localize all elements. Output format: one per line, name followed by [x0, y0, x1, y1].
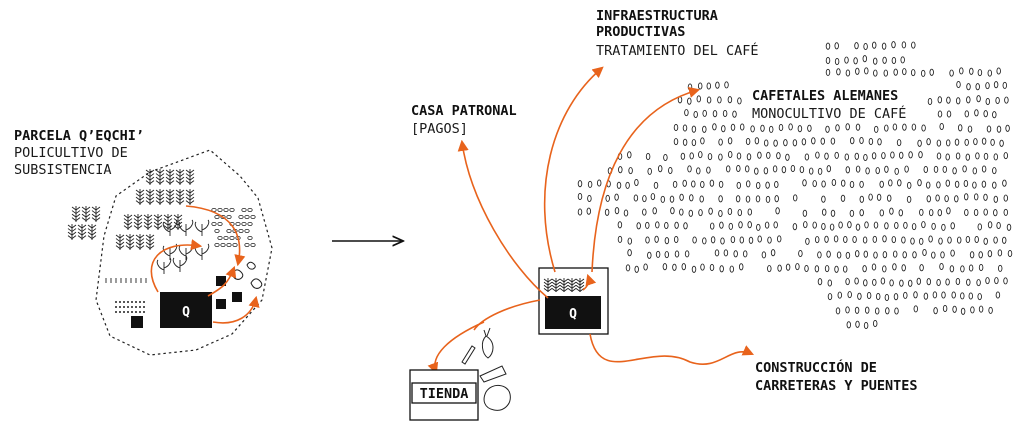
flow-arrow: [150, 239, 203, 293]
coffee-plantation-field: [577, 41, 1013, 330]
parcela-house-mark: Q: [182, 305, 190, 320]
tienda-label[interactable]: TIENDA: [420, 386, 469, 402]
sprout-field: [156, 219, 210, 274]
infra-sub: TRATAMIENTO DEL CAFÉ: [596, 42, 759, 59]
casa-title: CASA PATRONAL: [411, 103, 517, 119]
center-house: [545, 296, 601, 329]
small-square-3: [216, 299, 226, 309]
construccion-line2: CARRETERAS Y PUENTES: [755, 378, 918, 394]
flow-to-construccion: [589, 333, 755, 365]
small-square-1: [131, 316, 143, 328]
flow-to-infra: [543, 66, 604, 273]
flow-inner: [582, 273, 597, 291]
center-house-mark: Q: [569, 307, 577, 322]
seedling-dots: [105, 278, 147, 313]
parcela-line2: SUBSISTENCIA: [14, 162, 112, 178]
parcela-title: PARCELA Q’EQCHI’: [14, 128, 144, 144]
chicken-icon: [231, 261, 263, 289]
small-square-2: [216, 276, 226, 286]
casa-sub: [PAGOS]: [411, 121, 468, 137]
small-square-4: [232, 292, 242, 302]
parcela-line1: POLICULTIVO DE: [14, 145, 128, 161]
infra-title-2: PRODUCTIVAS: [596, 24, 685, 40]
meat-icon: [479, 365, 511, 411]
parcela-house: [160, 292, 212, 328]
tienda-sign: [411, 382, 477, 404]
infra-title-1: INFRAESTRUCTURA: [596, 8, 718, 24]
flow-to-tienda: [473, 299, 541, 331]
corn-plant-field: [67, 169, 195, 250]
corn-plant-icon: [543, 278, 585, 292]
flow-to-cafetales: [591, 87, 701, 273]
flow-to-casa: [457, 139, 549, 299]
flow-to-tienda-arrow: [427, 321, 485, 375]
corn-cob-icon: [481, 327, 494, 359]
construccion-line1: CONSTRUCCIÓN DE: [755, 358, 877, 376]
knife-icon: [461, 345, 476, 365]
coffee-bean-field-small: [211, 207, 256, 247]
flow-arrow: [212, 295, 260, 324]
flow-arrow: [185, 205, 246, 267]
flow-arrow: [207, 265, 237, 297]
cafetales-sub: MONOCULTIVO DE CAFÉ: [752, 105, 906, 122]
cafetales-title: CAFETALES ALEMANES: [752, 88, 898, 104]
